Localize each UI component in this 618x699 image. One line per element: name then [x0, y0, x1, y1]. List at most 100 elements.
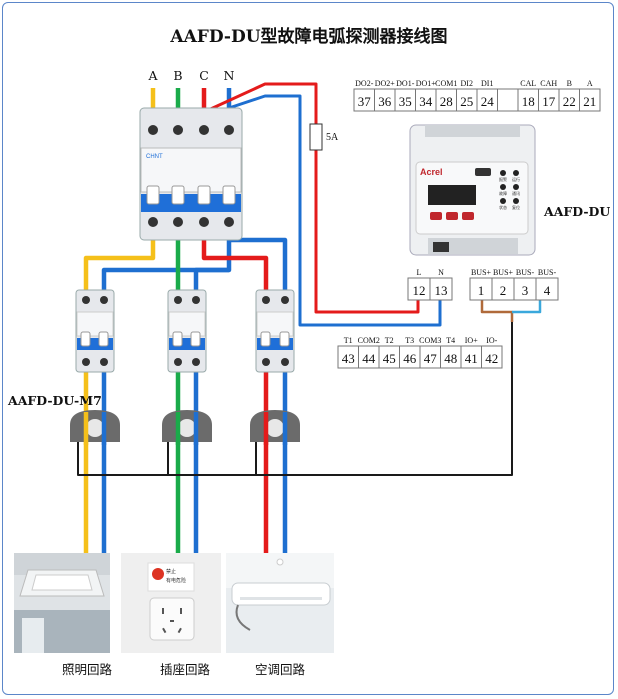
- screw-icon: [173, 217, 183, 227]
- sensor-label: AAFD-DU-M7: [7, 393, 102, 408]
- screw-icon: [281, 358, 289, 366]
- terminal-number: 42: [485, 351, 498, 366]
- phase-label-b: B: [173, 68, 182, 83]
- terminal-header: BUS+: [493, 268, 514, 277]
- wire-n-ac: [229, 237, 288, 292]
- circuit-label-ac: 空调回路: [255, 662, 306, 677]
- screw-icon: [281, 296, 289, 304]
- screw-icon: [199, 125, 209, 135]
- led-icon: [500, 170, 506, 176]
- screw-icon: [174, 358, 182, 366]
- terminal-header: DO2+: [375, 79, 396, 88]
- toggle-handle-icon: [197, 185, 211, 205]
- lighting-photo: [14, 553, 110, 653]
- terminal-number: 3: [522, 283, 529, 298]
- breaker-brand: CHNT: [146, 154, 163, 160]
- device-bottom-terminal-strip: [428, 238, 518, 254]
- terminal-number: 4: [544, 283, 551, 298]
- terminal-number: 1: [478, 283, 485, 298]
- wire-a-out: [83, 230, 156, 292]
- wires-through-sensors: [83, 412, 288, 445]
- terminal-number: 41: [465, 351, 478, 366]
- circuit-label-lighting: 照明回路: [62, 662, 113, 677]
- terminal-header: DI1: [481, 79, 493, 88]
- screw-icon: [174, 296, 182, 304]
- terminal-number: 2: [500, 283, 507, 298]
- terminal-header: T3: [405, 336, 414, 345]
- toggle-handle-icon: [222, 185, 236, 205]
- wire-n-socket: [193, 267, 229, 292]
- terminal-cell: [579, 88, 601, 112]
- terminal-header: L: [417, 268, 422, 277]
- device-key-icon: [462, 212, 474, 220]
- socket-photo: 禁止 有电危险: [121, 553, 221, 653]
- led-icon: [500, 198, 506, 204]
- terminal-number: 21: [583, 94, 596, 109]
- terminal-header: CAH: [540, 79, 557, 88]
- terminal-header: DI2: [461, 79, 473, 88]
- device-brand: Acrel: [420, 167, 443, 177]
- wire-n-lighting: [101, 240, 232, 292]
- branch-breaker-ac: [255, 289, 295, 373]
- terminal-header: A: [587, 79, 593, 88]
- toggle-handle-icon: [80, 331, 91, 347]
- socket-outlet-icon: [149, 597, 195, 641]
- device-led-label: 报警: [499, 176, 507, 182]
- terminal-number: 46: [403, 351, 417, 366]
- screw-icon: [224, 217, 234, 227]
- terminal-number: 44: [362, 351, 376, 366]
- wire-c-out: [201, 230, 269, 292]
- branch-breaker-socket: [167, 289, 207, 373]
- device-display: [428, 185, 476, 205]
- arc-sensor-socket: [162, 410, 212, 442]
- terminal-cell: [535, 277, 559, 301]
- air-conditioner-icon: [231, 582, 331, 606]
- fuse-icon: [309, 123, 323, 151]
- toggle-handle-icon: [171, 185, 185, 205]
- svg-text:有电危险: 有电危险: [166, 577, 186, 584]
- device-led-label: 运行: [512, 176, 520, 182]
- phase-label-a: A: [147, 68, 158, 83]
- diagram-title: AAFD-DU型故障电弧探测器接线图: [169, 26, 447, 47]
- screw-icon: [192, 296, 200, 304]
- terminal-header: T1: [344, 336, 353, 345]
- device-led-label: 复位: [512, 204, 520, 210]
- top-terminal-block: DO2-37DO2+36DO1-35DO1+34COM128DI225DI124…: [353, 79, 601, 112]
- terminal-number: 48: [444, 351, 457, 366]
- terminal-header: T4: [446, 336, 455, 345]
- terminal-number: 24: [481, 94, 495, 109]
- terminal-header: BUS+: [471, 268, 492, 277]
- terminal-header: T2: [385, 336, 394, 345]
- screw-icon: [100, 358, 108, 366]
- terminal-header: IO-: [486, 336, 497, 345]
- device-led-label: 状态: [499, 204, 507, 210]
- screw-icon: [148, 125, 158, 135]
- main-breaker-band: [141, 194, 241, 212]
- terminal-number: 18: [522, 94, 535, 109]
- screw-icon: [262, 358, 270, 366]
- toggle-handle-icon: [146, 185, 160, 205]
- led-icon: [513, 198, 519, 204]
- phase-label-n: N: [224, 68, 235, 83]
- terminal-header: COM2: [358, 336, 380, 345]
- terminal-number: 43: [342, 351, 355, 366]
- terminal-header: N: [438, 268, 444, 277]
- warning-icon: [152, 568, 164, 580]
- arc-sensor-lighting: [70, 410, 120, 442]
- circuit-label-socket: 插座回路: [160, 662, 211, 677]
- terminal-number: 47: [424, 351, 438, 366]
- led-icon: [513, 184, 519, 190]
- wire-sensor-bus-black: [77, 322, 513, 476]
- screw-icon: [82, 296, 90, 304]
- terminal-number: 12: [413, 283, 426, 298]
- aafd-du-device: Acrel 报警 运行 故障 通讯 状态 复位: [409, 124, 536, 256]
- led-icon: [500, 184, 506, 190]
- terminal-header: BUS-: [538, 268, 557, 277]
- terminal-header: DO2-: [355, 79, 374, 88]
- terminal-header: IO+: [465, 336, 478, 345]
- screw-icon: [199, 217, 209, 227]
- device-led-label: 通讯: [512, 190, 520, 196]
- terminal-header: DO1-: [396, 79, 415, 88]
